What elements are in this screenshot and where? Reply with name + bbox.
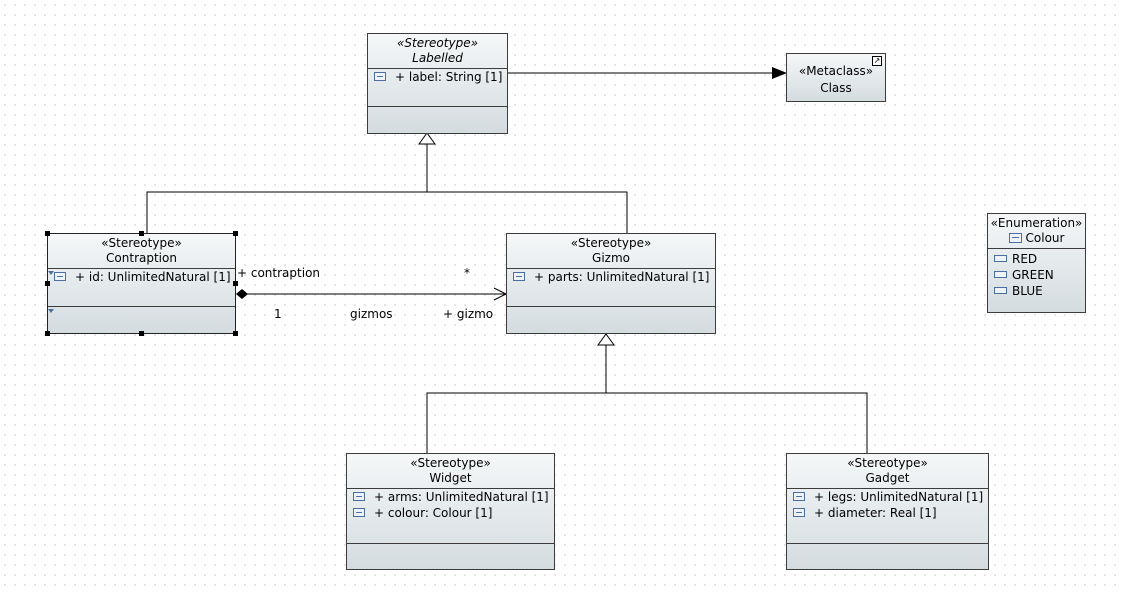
attribute-label: + label: String [1] xyxy=(395,70,503,84)
attribute-label: + colour: Colour [1] xyxy=(374,506,493,520)
stereotype-gizmo-node[interactable]: «Stereotype» Gizmo + parts: UnlimitedNat… xyxy=(506,233,716,334)
attribute-label: + legs: UnlimitedNatural [1] xyxy=(814,490,984,504)
compartment-divider xyxy=(507,268,715,269)
selection-handle[interactable] xyxy=(45,231,50,236)
attribute-icon xyxy=(374,72,386,81)
selection-handle[interactable] xyxy=(45,331,50,336)
stereotype-keyword: «Stereotype» xyxy=(397,36,478,50)
selection-handle[interactable] xyxy=(139,331,144,336)
collapse-caret-icon[interactable] xyxy=(48,271,54,275)
attribute-row[interactable]: + diameter: Real [1] xyxy=(793,505,937,521)
stereotype-keyword: «Stereotype» xyxy=(570,236,652,250)
literal-label: BLUE xyxy=(1012,284,1043,298)
association-connector[interactable] xyxy=(236,287,508,301)
attribute-row[interactable]: + colour: Colour [1] xyxy=(353,505,492,521)
literal-row[interactable]: BLUE xyxy=(994,283,1043,299)
compartment-divider xyxy=(368,106,507,107)
enumeration-icon xyxy=(1008,232,1022,243)
association-source-role: + contraption xyxy=(237,266,321,280)
extension-connector[interactable] xyxy=(508,67,787,79)
node-name: Contraption xyxy=(106,251,177,265)
compartment-divider xyxy=(787,488,988,489)
literal-row[interactable]: GREEN xyxy=(994,267,1054,283)
attribute-label: + parts: UnlimitedNatural [1] xyxy=(534,270,710,284)
association-target-role: + gizmo xyxy=(443,307,494,321)
stereotype-gadget-node[interactable]: «Stereotype» Gadget + legs: UnlimitedNat… xyxy=(786,453,989,570)
node-name-row: Colour xyxy=(988,231,1085,246)
attribute-row[interactable]: + label: String [1] xyxy=(374,69,502,85)
stereotype-contraption-node[interactable]: «Stereotype» Contraption + id: Unlimited… xyxy=(47,233,236,334)
compartment-divider xyxy=(48,306,235,307)
selection-handle[interactable] xyxy=(45,281,50,286)
compartment-divider xyxy=(347,488,554,489)
compartment-divider xyxy=(368,68,507,69)
compartment-divider xyxy=(787,543,988,544)
selection-handle[interactable] xyxy=(139,231,144,236)
enumeration-literal-icon xyxy=(994,271,1007,278)
node-name: Class xyxy=(820,81,852,95)
stereotype-keyword: «Enumeration» xyxy=(990,216,1083,230)
node-name: Gizmo xyxy=(592,251,630,265)
attribute-icon xyxy=(353,508,365,517)
attribute-row[interactable]: + parts: UnlimitedNatural [1] xyxy=(513,269,709,285)
attribute-icon xyxy=(513,272,525,281)
stereotype-keyword: «Metaclass» xyxy=(798,64,874,78)
enumeration-colour-node[interactable]: «Enumeration» Colour RED GREEN BLUE xyxy=(987,213,1086,313)
stereotype-widget-node[interactable]: «Stereotype» Widget + arms: UnlimitedNat… xyxy=(346,453,555,570)
metaclass-class-node[interactable]: ↗ «Metaclass» Class xyxy=(786,53,886,102)
collapse-caret-icon[interactable] xyxy=(48,309,54,313)
node-name: Labelled xyxy=(412,51,463,65)
attribute-label: + id: UnlimitedNatural [1] xyxy=(75,270,231,284)
association-name: gizmos xyxy=(350,307,393,321)
association-target-multiplicity: * xyxy=(464,266,470,280)
stereotype-labelled-node[interactable]: «Stereotype» Labelled + label: String [1… xyxy=(367,33,508,134)
attribute-icon xyxy=(54,272,66,281)
stereotype-keyword: «Stereotype» xyxy=(847,456,928,470)
compartment-divider xyxy=(988,248,1085,249)
compartment-divider xyxy=(347,543,554,544)
attribute-icon xyxy=(793,492,805,501)
attribute-icon xyxy=(353,492,365,501)
node-name: Gadget xyxy=(865,471,910,485)
literal-row[interactable]: RED xyxy=(994,251,1037,267)
selection-handle[interactable] xyxy=(233,281,238,286)
generalization-connector-upper[interactable] xyxy=(146,132,628,233)
selection-handle[interactable] xyxy=(233,331,238,336)
attribute-icon xyxy=(793,508,805,517)
shortcut-arrow-icon: ↗ xyxy=(872,56,882,66)
association-source-multiplicity: 1 xyxy=(274,307,282,321)
literal-label: GREEN xyxy=(1012,268,1054,282)
attribute-row[interactable]: + id: UnlimitedNatural [1] xyxy=(54,269,231,285)
compartment-divider xyxy=(48,268,235,269)
node-name: Widget xyxy=(429,471,472,485)
stereotype-keyword: «Stereotype» xyxy=(101,236,182,250)
attribute-row[interactable]: + arms: UnlimitedNatural [1] xyxy=(353,489,549,505)
attribute-row[interactable]: + legs: UnlimitedNatural [1] xyxy=(793,489,983,505)
node-name: Colour xyxy=(1025,231,1065,245)
attribute-label: + arms: UnlimitedNatural [1] xyxy=(374,490,549,504)
enumeration-literal-icon xyxy=(994,255,1007,262)
enumeration-literal-icon xyxy=(994,287,1007,294)
generalization-connector-lower[interactable] xyxy=(426,333,868,453)
stereotype-keyword: «Stereotype» xyxy=(410,456,491,470)
literal-label: RED xyxy=(1012,252,1038,266)
attribute-label: + diameter: Real [1] xyxy=(814,506,937,520)
selection-handle[interactable] xyxy=(233,231,238,236)
compartment-divider xyxy=(507,306,715,307)
